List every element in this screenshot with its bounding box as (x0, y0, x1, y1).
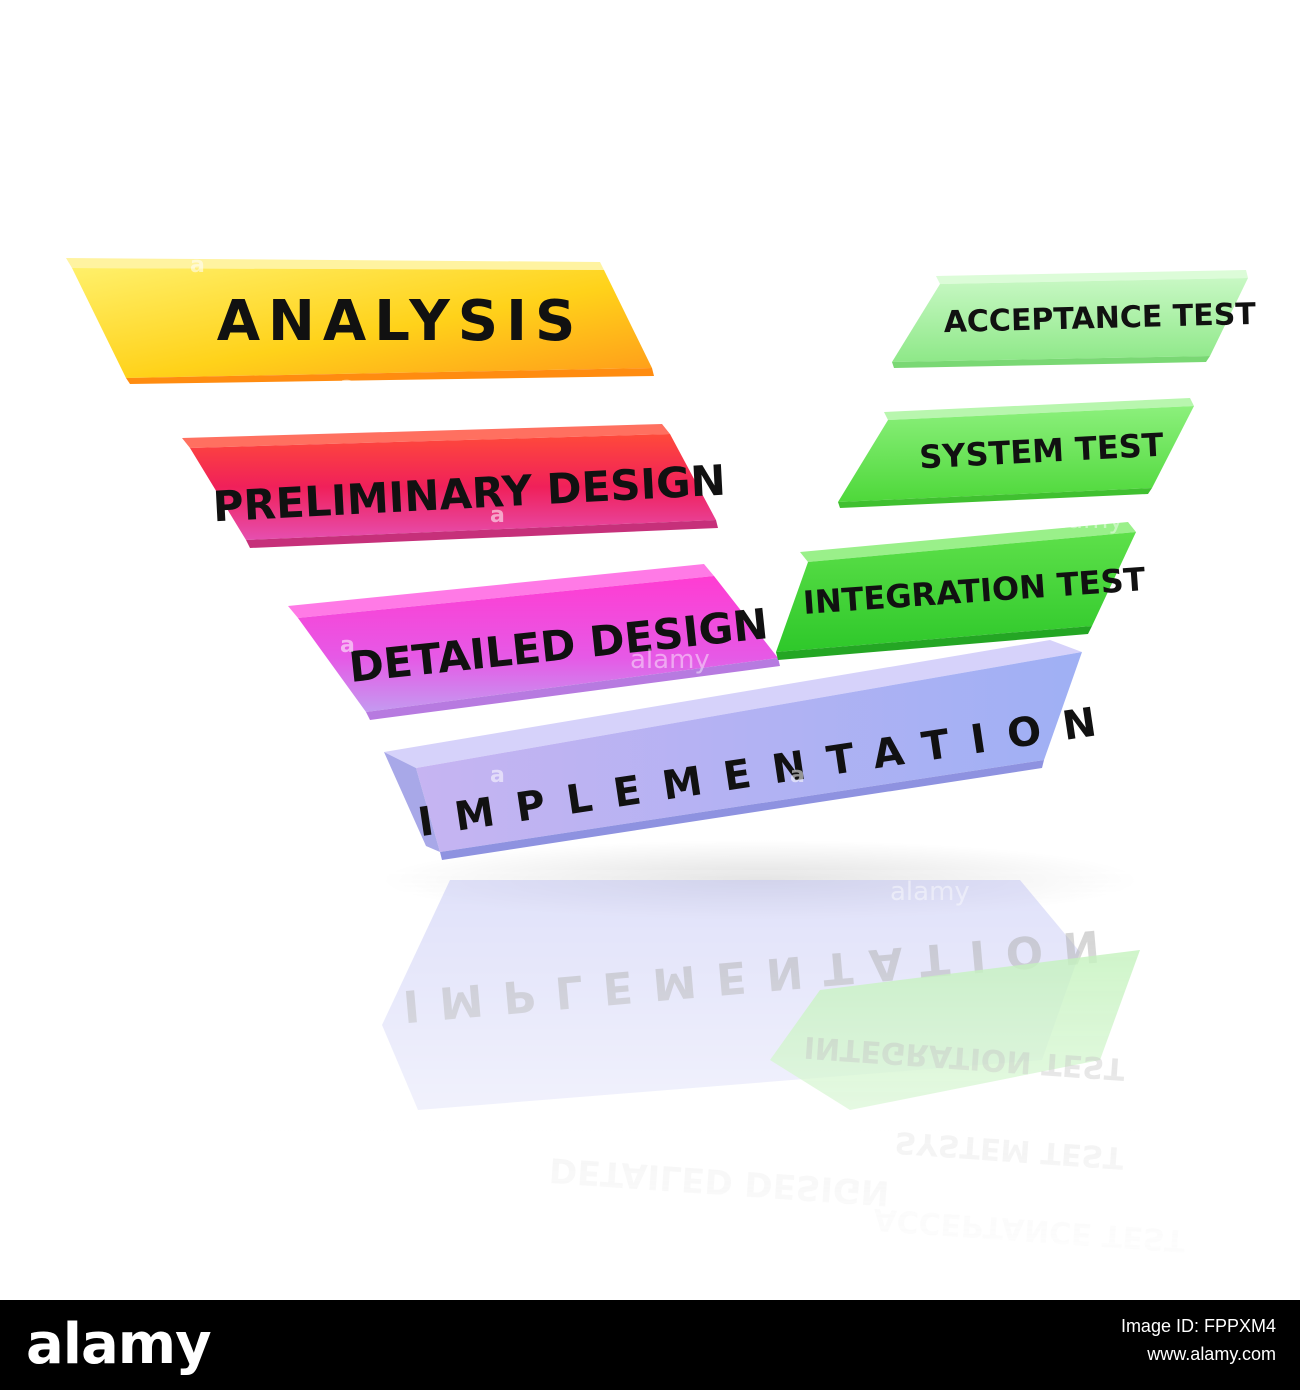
analysis-bar-top (66, 258, 604, 270)
reflection: IMPLEMENTATION INTEGRATION TEST SYSTEM T… (0, 870, 1300, 1300)
implementation-bar-edge (440, 760, 1044, 860)
analysis-bar-edge (126, 368, 654, 384)
acceptance-test-bar: ACCEPTANCE TEST (892, 270, 1257, 368)
acceptance-test-bar-top (936, 270, 1248, 284)
v-model-diagram: IMPLEMENTATION INTEGRATION TEST SYSTEM T… (0, 253, 1300, 1300)
integration-test-bar-face (776, 532, 1136, 652)
acceptance-test-bar-edge (892, 356, 1210, 368)
integration-test-bar-top (800, 522, 1136, 562)
site-url: www.alamy.com (1147, 1344, 1276, 1364)
implementation-bar-face (416, 652, 1082, 852)
detailed-design-bar: DETAILED DESIGN (288, 564, 780, 720)
watermark-mark: a (190, 253, 205, 278)
acceptance-test-bar-face (892, 278, 1248, 362)
detailed-design-bar-face (298, 576, 778, 712)
watermark-mark: a (490, 503, 505, 528)
system-test-bar-edge (838, 488, 1152, 508)
system-test-bar-face (838, 406, 1194, 502)
acceptance-test-label: ACCEPTANCE TEST (943, 297, 1257, 340)
watermark-mark: a (340, 633, 355, 658)
analysis-label: ANALYSIS (217, 289, 584, 354)
watermark-mark: a (940, 373, 955, 398)
implementation-bar-side (384, 752, 440, 852)
preliminary-design-bar-face (190, 434, 716, 540)
image-id: Image ID: FPPXM4 (1120, 1316, 1276, 1336)
alamy-logo: alamy (26, 1312, 212, 1377)
integration-test-bar: INTEGRATION TEST (776, 522, 1147, 660)
watermark-word: alamy (1044, 505, 1124, 535)
integration-test-bar-edge (776, 626, 1092, 660)
detailed-design-bar-edge (366, 658, 780, 720)
preliminary-design-bar-edge (246, 520, 718, 548)
preliminary-design-bar: PRELIMINARY DESIGN (182, 424, 727, 548)
analysis-bar: ANALYSIS (66, 258, 654, 384)
watermark-word: alamy (630, 645, 710, 675)
detailed-design-bar-top (288, 564, 714, 618)
watermark-mark: a (490, 763, 505, 788)
diagram-stage: IMPLEMENTATION INTEGRATION TEST SYSTEM T… (0, 253, 1300, 1300)
implementation-bar-top (384, 640, 1082, 768)
preliminary-design-bar-top (182, 424, 670, 448)
system-test-bar: SYSTEM TEST (838, 398, 1194, 508)
watermark-mark: a (340, 373, 355, 398)
watermark-mark: a (790, 763, 805, 788)
watermark: a a a a a a a a alamy alamy alamy (190, 253, 1124, 907)
analysis-bar-face (72, 268, 652, 378)
watermark-mark: a (1090, 633, 1105, 658)
system-test-bar-top (884, 398, 1194, 420)
footer-bar: alamy Image ID: FPPXM4 www.alamy.com (0, 1300, 1300, 1390)
watermark-word: alamy (890, 877, 970, 907)
